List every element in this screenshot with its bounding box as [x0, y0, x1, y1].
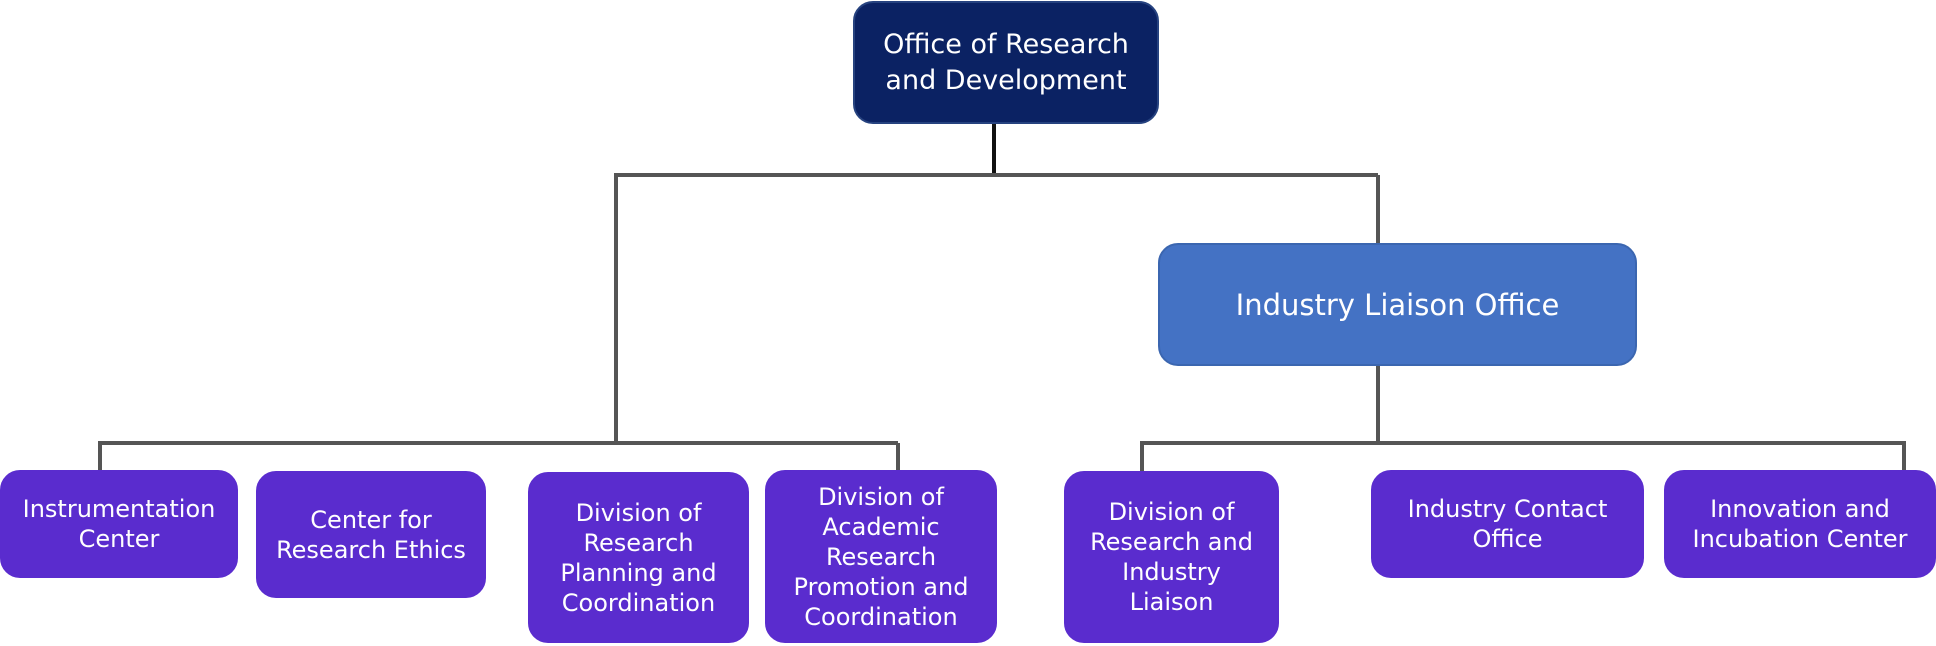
division-of-research-and-industry-liaison-label: Division of Research and Industry Liaiso…: [1090, 498, 1253, 616]
office-of-research-and-development-label: Office of Research and Development: [883, 28, 1129, 96]
industry-liaison-office-label: Industry Liaison Office: [1235, 287, 1560, 322]
industry-contact-office-box: Industry Contact Office: [1371, 470, 1644, 578]
industry-contact-office-label: Industry Contact Office: [1407, 495, 1608, 553]
division-of-research-planning-box: Division of Research Planning and Coordi…: [528, 472, 749, 643]
instrumentation-center-box: Instrumentation Center: [0, 470, 238, 578]
innovation-and-incubation-center-label: Innovation and Incubation Center: [1692, 495, 1908, 553]
division-of-research-planning-label: Division of Research Planning and Coordi…: [560, 498, 717, 617]
center-for-research-ethics-label: Center for Research Ethics: [276, 505, 466, 564]
division-of-research-and-industry-liaison-box: Division of Research and Industry Liaiso…: [1064, 471, 1279, 643]
office-of-research-and-development-box: Office of Research and Development: [853, 1, 1159, 124]
center-for-research-ethics-box: Center for Research Ethics: [256, 471, 486, 598]
division-of-academic-research-promotion-label: Division of Academic Research Promotion …: [793, 482, 969, 631]
industry-liaison-office-box: Industry Liaison Office: [1158, 243, 1637, 366]
innovation-and-incubation-center-box: Innovation and Incubation Center: [1664, 470, 1936, 578]
division-of-academic-research-promotion-box: Division of Academic Research Promotion …: [765, 470, 997, 643]
instrumentation-center-label: Instrumentation Center: [22, 495, 216, 553]
